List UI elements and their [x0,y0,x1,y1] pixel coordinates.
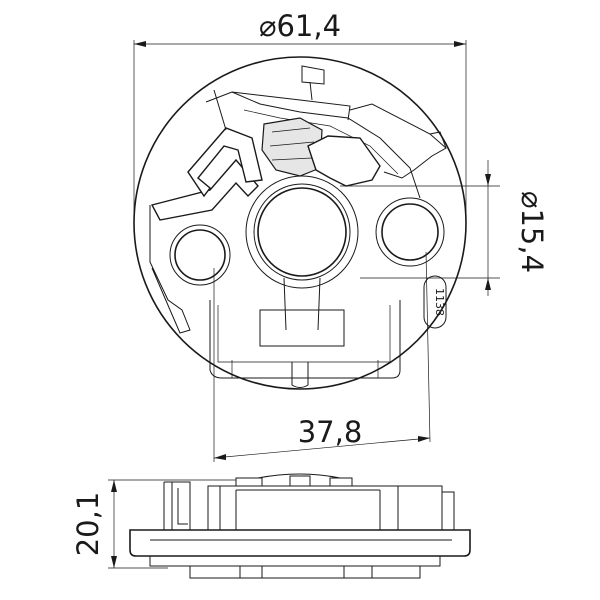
shaded-block [261,117,323,177]
left-frame [205,89,351,131]
shaded-block-hatch [269,127,315,161]
upper-left-clip [187,127,263,198]
part-stamp: 1138 [433,288,446,316]
left-bracket [149,205,191,334]
height-label: 20,1 [71,492,105,557]
hole-diameter-label: ⌀15,4 [515,191,549,273]
center-hole-neck [283,277,321,331]
base-frame-inner [217,305,391,363]
side-left-post [163,481,191,530]
side-top-arc [257,473,341,479]
side-bottom [149,556,441,567]
right-hole [381,203,439,261]
outer-diameter-extension-lines [133,40,467,220]
side-view [129,473,471,579]
center-hole-outer [245,175,359,289]
hole-spacing-dim-line [213,437,431,459]
top-tab [301,65,325,85]
side-bottom-foot [189,566,421,579]
side-top-bumps [235,475,353,486]
right-upper-clip [307,135,381,187]
left-arm [150,158,259,221]
side-body [207,485,443,531]
center-socket [259,309,345,347]
right-arm [349,103,447,179]
outer-diameter-label: ⌀61,4 [259,9,341,43]
top-tab-stem [309,81,313,101]
side-left-post-inner [177,488,188,525]
side-right-step [442,491,455,530]
outer-rim [133,56,467,390]
side-flange [129,529,471,557]
side-feet [239,566,373,578]
base-frame [209,300,401,379]
center-post [291,362,309,388]
left-hole [174,229,226,281]
left-hole-outer [169,224,231,286]
side-body-ribs [219,486,399,530]
right-arm-tip [429,131,447,149]
upper-housing [231,91,421,199]
top-view: 1138 [133,56,467,390]
dimensions: ⌀61,4 ⌀15,4 37,8 20,1 [71,9,549,569]
hole-spacing-label: 37,8 [298,415,363,449]
hole-spacing-extension-lines [213,251,431,462]
hole-diameter-extension-lines [340,185,500,279]
center-hole [257,187,347,277]
right-hole-outer [375,197,445,267]
center-hole-ring [253,183,351,281]
height-extension-lines [108,479,236,569]
base-frame-rib [231,360,379,378]
upper-housing-inner [243,109,399,175]
part-stamp-oval [423,275,447,329]
